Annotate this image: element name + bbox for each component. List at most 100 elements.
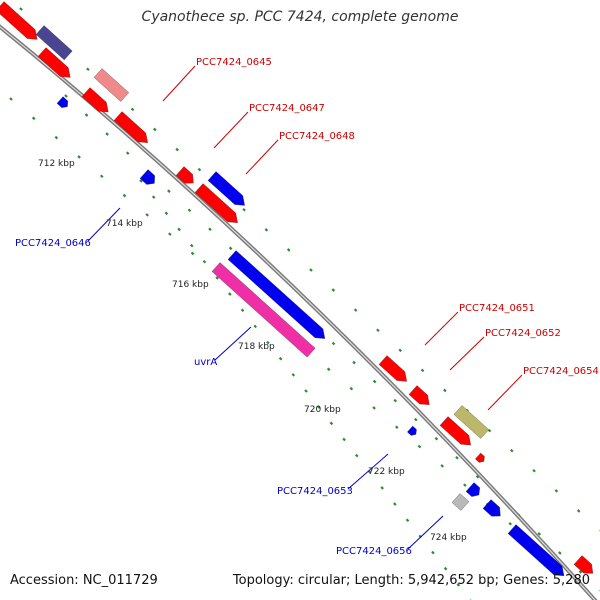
scale-dot (240, 308, 245, 313)
scale-dot (19, 7, 23, 11)
gene-forward-shape (378, 355, 407, 382)
scale-dot (84, 113, 89, 117)
scale-dot (420, 368, 425, 373)
scale-dot (532, 468, 536, 473)
scale-dot (456, 583, 461, 587)
gene-forward (37, 47, 71, 78)
scale-dot (376, 328, 380, 333)
scale-dot (393, 502, 397, 506)
gene-forward-shape (113, 111, 148, 143)
kbp-label: 716 kbp (172, 280, 209, 290)
gene-reverse (227, 250, 326, 339)
scale-dot (145, 213, 149, 217)
scale-dot (151, 195, 156, 199)
scale-dot (331, 341, 336, 346)
scale-dot (153, 127, 157, 132)
label-leader-line (424, 311, 459, 346)
scale-dot (190, 251, 195, 256)
gene-other (451, 493, 470, 511)
scale-dot (139, 179, 143, 183)
gene-reverse-shape (207, 171, 245, 206)
backbone-highlight (0, 26, 596, 600)
gene-rna (211, 262, 316, 358)
gene-reverse (507, 524, 565, 577)
scale-dot (208, 227, 212, 232)
scale-dot (278, 356, 283, 361)
gene-label: PCC7424_0653 (277, 486, 353, 497)
gene-forward-shape (37, 47, 71, 78)
scale-dot (431, 550, 435, 555)
gene-forward (113, 111, 148, 143)
scale-dot (228, 292, 232, 296)
gene-reverse-shape (139, 169, 155, 185)
scale-dot (253, 324, 258, 329)
gene-forward-shape (0, 1, 38, 40)
scale-dot (508, 521, 513, 526)
scale-dot (349, 386, 354, 391)
gene-reverse (56, 96, 68, 108)
gene-forward (81, 87, 109, 113)
label-leader-line (245, 139, 279, 175)
gene-forward-shape (81, 87, 109, 113)
scale-dot (189, 243, 194, 248)
gene-other-shape (451, 493, 470, 511)
scale-dot (372, 379, 377, 384)
gene-forward-shape (194, 183, 238, 223)
scale-dot (475, 474, 480, 479)
scale-dot (393, 398, 398, 403)
gene-label: PCC7424_0646 (15, 238, 91, 249)
scale-dot (342, 437, 346, 442)
scale-dot (99, 174, 104, 179)
kbp-label: 714 kbp (106, 219, 143, 229)
scale-dot (77, 155, 81, 159)
scale-dot (380, 486, 384, 490)
scale-dot (168, 232, 172, 236)
scale-dot (309, 268, 313, 272)
gene-forward (378, 355, 407, 382)
gene-label: PCC7424_0648 (279, 131, 355, 142)
scale-dot (331, 288, 336, 292)
gene-forward (573, 555, 594, 574)
scale-dot (9, 97, 13, 101)
scale-dot (372, 406, 376, 410)
scale-dot (175, 147, 179, 152)
gene-forward (194, 183, 238, 223)
gene-reverse-shape (227, 250, 326, 339)
gene-pseudo-shape (453, 405, 489, 439)
gene-reverse-shape (507, 524, 565, 577)
scale-dot (414, 417, 418, 422)
scale-dot (31, 116, 36, 121)
kbp-label: 722 kbp (368, 467, 405, 477)
label-leader-line (487, 374, 523, 411)
gene-faded-shape (93, 68, 129, 102)
scale-dot (554, 489, 559, 493)
label-leader-line (87, 207, 121, 242)
label-leader-line (449, 336, 485, 371)
gene-label: PCC7424_0647 (249, 103, 325, 114)
scale-dot (187, 208, 192, 213)
scale-dot (558, 551, 562, 555)
scale-dot (353, 308, 358, 312)
gene-forward (175, 166, 194, 184)
scale-dot (177, 227, 181, 232)
scale-dot (394, 425, 399, 430)
gene-forward (0, 1, 38, 40)
label-leader-line (407, 515, 444, 550)
scale-dot (487, 428, 492, 433)
gene-label: PCC7424_0652 (485, 328, 561, 339)
scale-dot (286, 248, 291, 252)
scale-dot (291, 373, 296, 377)
gene-forward-shape (175, 166, 194, 184)
gene-pseudo (453, 405, 489, 439)
scale-dot (326, 367, 331, 372)
genome-backbone (0, 24, 598, 600)
gene-forward-shape (439, 416, 471, 446)
scale-dot (167, 189, 171, 193)
scale-dot (352, 360, 356, 365)
scale-dot (576, 509, 581, 513)
scale-dot (417, 444, 422, 449)
kbp-label: 720 kbp (304, 405, 341, 415)
kbp-label: 724 kbp (430, 533, 467, 543)
